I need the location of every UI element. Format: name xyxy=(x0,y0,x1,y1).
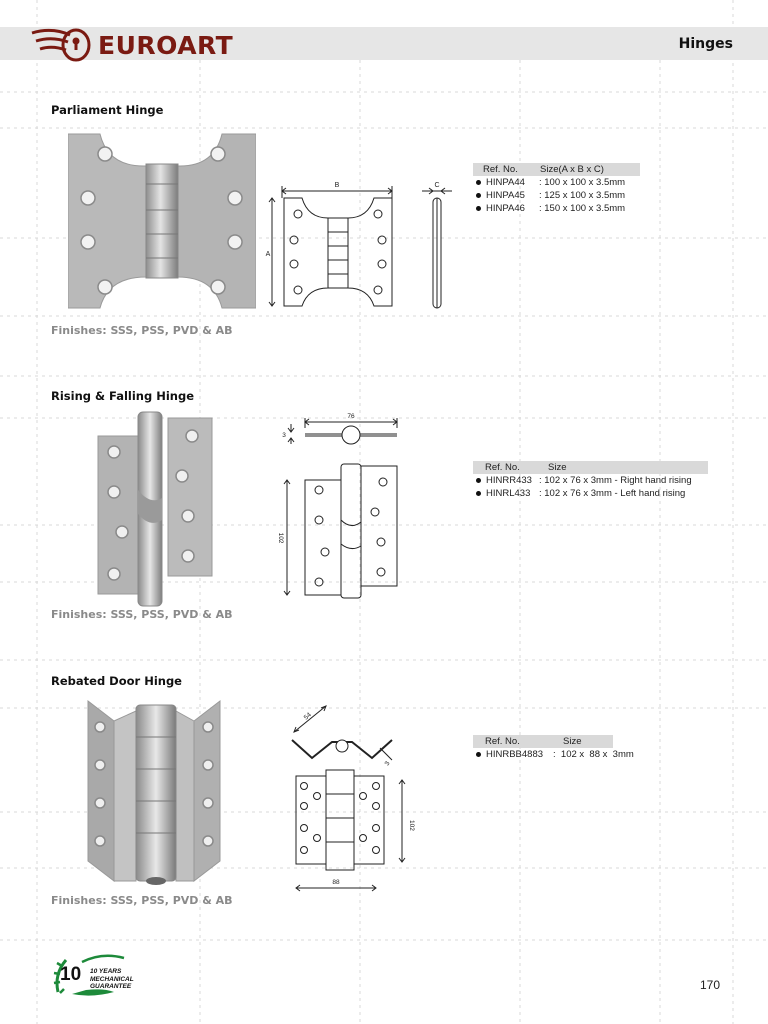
bullet-icon xyxy=(476,478,481,483)
guarantee-number: 10 xyxy=(60,964,82,985)
spec-row: HINPA45 : 125 x 100 x 3.5mm xyxy=(473,189,640,202)
rising-falling-hinge-drawing: 76 3 102 xyxy=(277,413,398,599)
rising-falling-hinge-photo xyxy=(97,411,213,607)
guarantee-badge: 10 10 YEARS MECHANICAL GUARANTEE xyxy=(52,952,152,998)
section-title-rebated: Rebated Door Hinge xyxy=(51,674,182,688)
bullet-icon xyxy=(476,180,481,185)
guarantee-line-2: MECHANICAL xyxy=(90,975,134,983)
logo-mark-icon xyxy=(31,28,91,62)
spec-header: Ref. No. Size xyxy=(473,461,708,474)
parliament-hinge-drawing: B A C xyxy=(266,182,452,309)
category-title: Hinges xyxy=(678,36,733,52)
spec-row: HINRBB4883 : 102 x 88 x 3mm xyxy=(473,748,634,761)
spec-header-size: Size xyxy=(563,736,582,747)
drawing-label-b: B xyxy=(335,182,340,189)
page-number: 170 xyxy=(700,978,721,992)
finishes-rebated: Finishes: SSS, PSS, PVD & AB xyxy=(51,894,233,907)
spec-ref: HINRBB4883 xyxy=(486,749,544,760)
spec-header: Ref. No. Size xyxy=(473,735,613,748)
section-title-rising-falling: Rising & Falling Hinge xyxy=(51,389,195,403)
brand-name: EUROART xyxy=(98,30,234,60)
spec-ref: HINRL433 xyxy=(486,488,531,499)
spec-header-ref: Ref. No. xyxy=(485,736,520,747)
drawing-label-thickness: 3 xyxy=(384,760,392,767)
finishes-parliament: Finishes: SSS, PSS, PVD & AB xyxy=(51,324,233,337)
spec-row: HINPA44 : 100 x 100 x 3.5mm xyxy=(473,176,640,189)
brand-logo: EUROART xyxy=(30,25,233,65)
spec-header-ref: Ref. No. xyxy=(485,462,520,473)
drawing-label-diag: 54 xyxy=(303,711,313,721)
spec-size: : 102 x 88 x 3mm xyxy=(553,749,634,760)
spec-row: HINRR433 : 102 x 76 x 3mm - Right hand ri… xyxy=(473,474,708,487)
parliament-hinge-photo xyxy=(68,133,256,309)
bullet-icon xyxy=(476,491,481,496)
drawing-label-c: C xyxy=(434,182,439,189)
spec-ref: HINRR433 xyxy=(486,475,532,486)
guarantee-line-3: GUARANTEE xyxy=(90,983,132,990)
spec-header: Ref. No. Size(A x B x C) xyxy=(473,163,640,176)
drawing-label-height: 102 xyxy=(408,820,415,831)
spec-row: HINPA46 : 150 x 100 x 3.5mm xyxy=(473,202,640,215)
spec-header-size: Size(A x B x C) xyxy=(540,164,604,175)
bullet-icon xyxy=(476,206,481,211)
spec-ref: HINPA44 xyxy=(486,177,525,188)
spec-size: : 150 x 100 x 3.5mm xyxy=(539,203,626,214)
spec-table-rising-falling: Ref. No. Size HINRR433 : 102 x 76 x 3mm -… xyxy=(473,461,708,500)
spec-size: : 100 x 100 x 3.5mm xyxy=(539,177,626,188)
guarantee-line-1: 10 YEARS xyxy=(90,968,122,975)
rebated-hinge-drawing: 54 3 102 88 xyxy=(291,705,415,892)
finishes-rising-falling: Finishes: SSS, PSS, PVD & AB xyxy=(51,608,233,621)
spec-size: : 125 x 100 x 3.5mm xyxy=(539,190,626,201)
bullet-icon xyxy=(476,193,481,198)
spec-size: : 102 x 76 x 3mm - Left hand rising xyxy=(539,488,686,499)
drawing-label-width: 76 xyxy=(347,413,355,420)
drawing-label-width: 88 xyxy=(332,879,340,886)
spec-table-parliament: Ref. No. Size(A x B x C) HINPA44 : 100 x … xyxy=(473,163,640,215)
spec-header-size: Size xyxy=(548,462,567,473)
rebated-hinge-photo xyxy=(87,699,221,885)
drawing-label-a: A xyxy=(266,251,271,258)
spec-table-rebated: Ref. No. Size HINRBB4883 : 102 x 88 x 3mm xyxy=(473,735,634,761)
section-title-parliament: Parliament Hinge xyxy=(51,103,164,117)
drawing-label-thickness: 3 xyxy=(282,432,286,439)
bullet-icon xyxy=(476,752,481,757)
spec-ref: HINPA45 xyxy=(486,190,525,201)
laurel-icon xyxy=(53,954,125,996)
spec-header-ref: Ref. No. xyxy=(483,164,518,175)
spec-ref: HINPA46 xyxy=(486,203,525,214)
spec-size: : 102 x 76 x 3mm - Right hand rising xyxy=(539,475,692,486)
spec-row: HINRL433 : 102 x 76 x 3mm - Left hand ris… xyxy=(473,487,708,500)
drawing-label-height: 102 xyxy=(277,533,284,544)
header-band xyxy=(0,27,768,60)
guarantee-text: 10 YEARS MECHANICAL GUARANTEE xyxy=(90,968,134,991)
